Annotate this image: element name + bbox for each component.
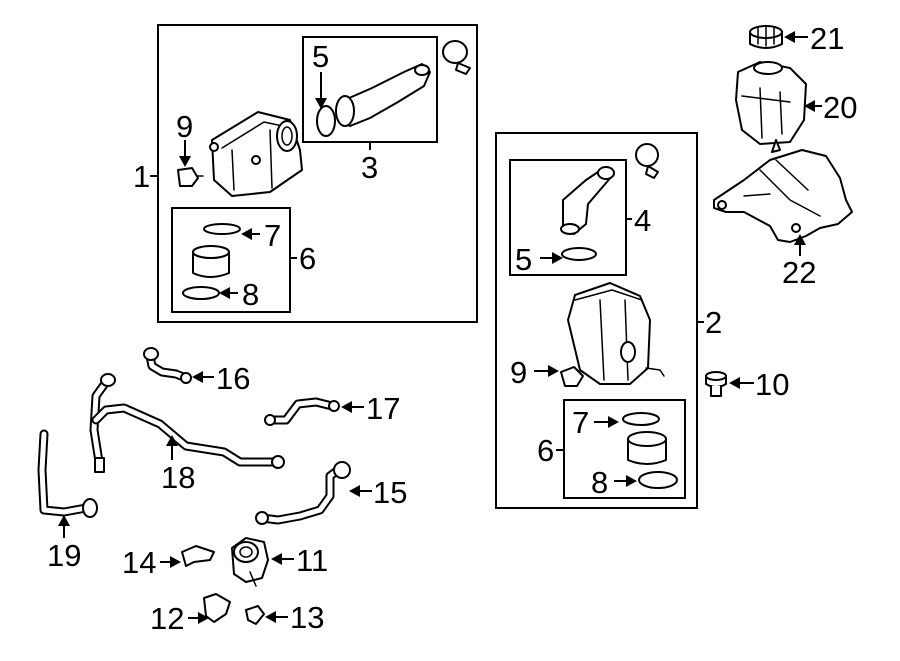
callout-8-right: 8	[591, 465, 608, 500]
coolant-hose-18	[89, 373, 285, 473]
clamp-ring-right-5	[561, 247, 597, 261]
callout-19: 19	[47, 538, 81, 573]
coolant-hose-15	[255, 461, 351, 525]
callout-18: 18	[161, 460, 195, 495]
sleeve-left	[192, 245, 230, 278]
bolt	[705, 371, 727, 397]
intercooler-left	[209, 111, 303, 197]
assembly-2-box	[495, 132, 698, 509]
callout-7-right: 7	[572, 405, 589, 440]
callout-1: 1	[133, 159, 150, 194]
callout-14: 14	[122, 545, 156, 580]
callout-3: 3	[361, 150, 378, 185]
callout-9-right: 9	[510, 355, 527, 390]
callout-6-left: 6	[299, 241, 316, 276]
sleeve-right	[627, 431, 667, 465]
water-pump	[231, 537, 269, 587]
hose-fitting	[181, 545, 215, 567]
leader-lines	[58, 31, 822, 624]
assembly-6-subbox-left	[171, 207, 291, 313]
callout-4: 4	[634, 203, 651, 238]
callout-8-left: 8	[242, 277, 259, 312]
sensor-left	[177, 167, 204, 187]
callout-9-left: 9	[176, 109, 193, 144]
seal-ring-left-7	[203, 223, 241, 235]
assembly-1-box	[157, 24, 478, 323]
pump-bracket	[203, 593, 231, 623]
callout-11: 11	[296, 543, 328, 578]
sensor-right	[560, 366, 584, 387]
assembly-4-subbox	[509, 159, 627, 276]
coolant-pipe-19	[37, 429, 98, 518]
callout-6-right: 6	[537, 433, 554, 468]
callout-10: 10	[755, 367, 789, 402]
intercooler-right	[567, 282, 665, 385]
callout-12: 12	[150, 601, 184, 636]
seal-ring-right-7	[622, 412, 660, 426]
callout-5-right: 5	[515, 242, 532, 277]
callout-22: 22	[782, 255, 816, 290]
callout-21: 21	[810, 21, 844, 56]
callout-20: 20	[823, 90, 857, 125]
charge-air-hose-left	[335, 63, 431, 127]
callout-13: 13	[290, 600, 324, 635]
callout-16: 16	[216, 361, 250, 396]
callout-2: 2	[705, 305, 722, 340]
clamp-ring-left-5	[316, 105, 336, 137]
reservoir-cap	[749, 25, 783, 49]
coolant-reservoir	[735, 61, 807, 153]
clamp-ring-left-8	[182, 286, 220, 300]
clamp-ring-right-8	[638, 471, 678, 489]
band-clamp-left	[442, 40, 471, 75]
reservoir-bracket	[713, 149, 853, 243]
band-clamp-right	[635, 143, 659, 179]
callout-7-left: 7	[264, 218, 281, 253]
coolant-hose-17	[264, 397, 340, 426]
pump-clip	[245, 605, 265, 625]
callout-15: 15	[373, 475, 407, 510]
coolant-hose-16	[143, 347, 192, 384]
callout-5-left: 5	[312, 39, 329, 74]
callout-17: 17	[366, 391, 400, 426]
charge-air-hose-right	[560, 166, 615, 235]
